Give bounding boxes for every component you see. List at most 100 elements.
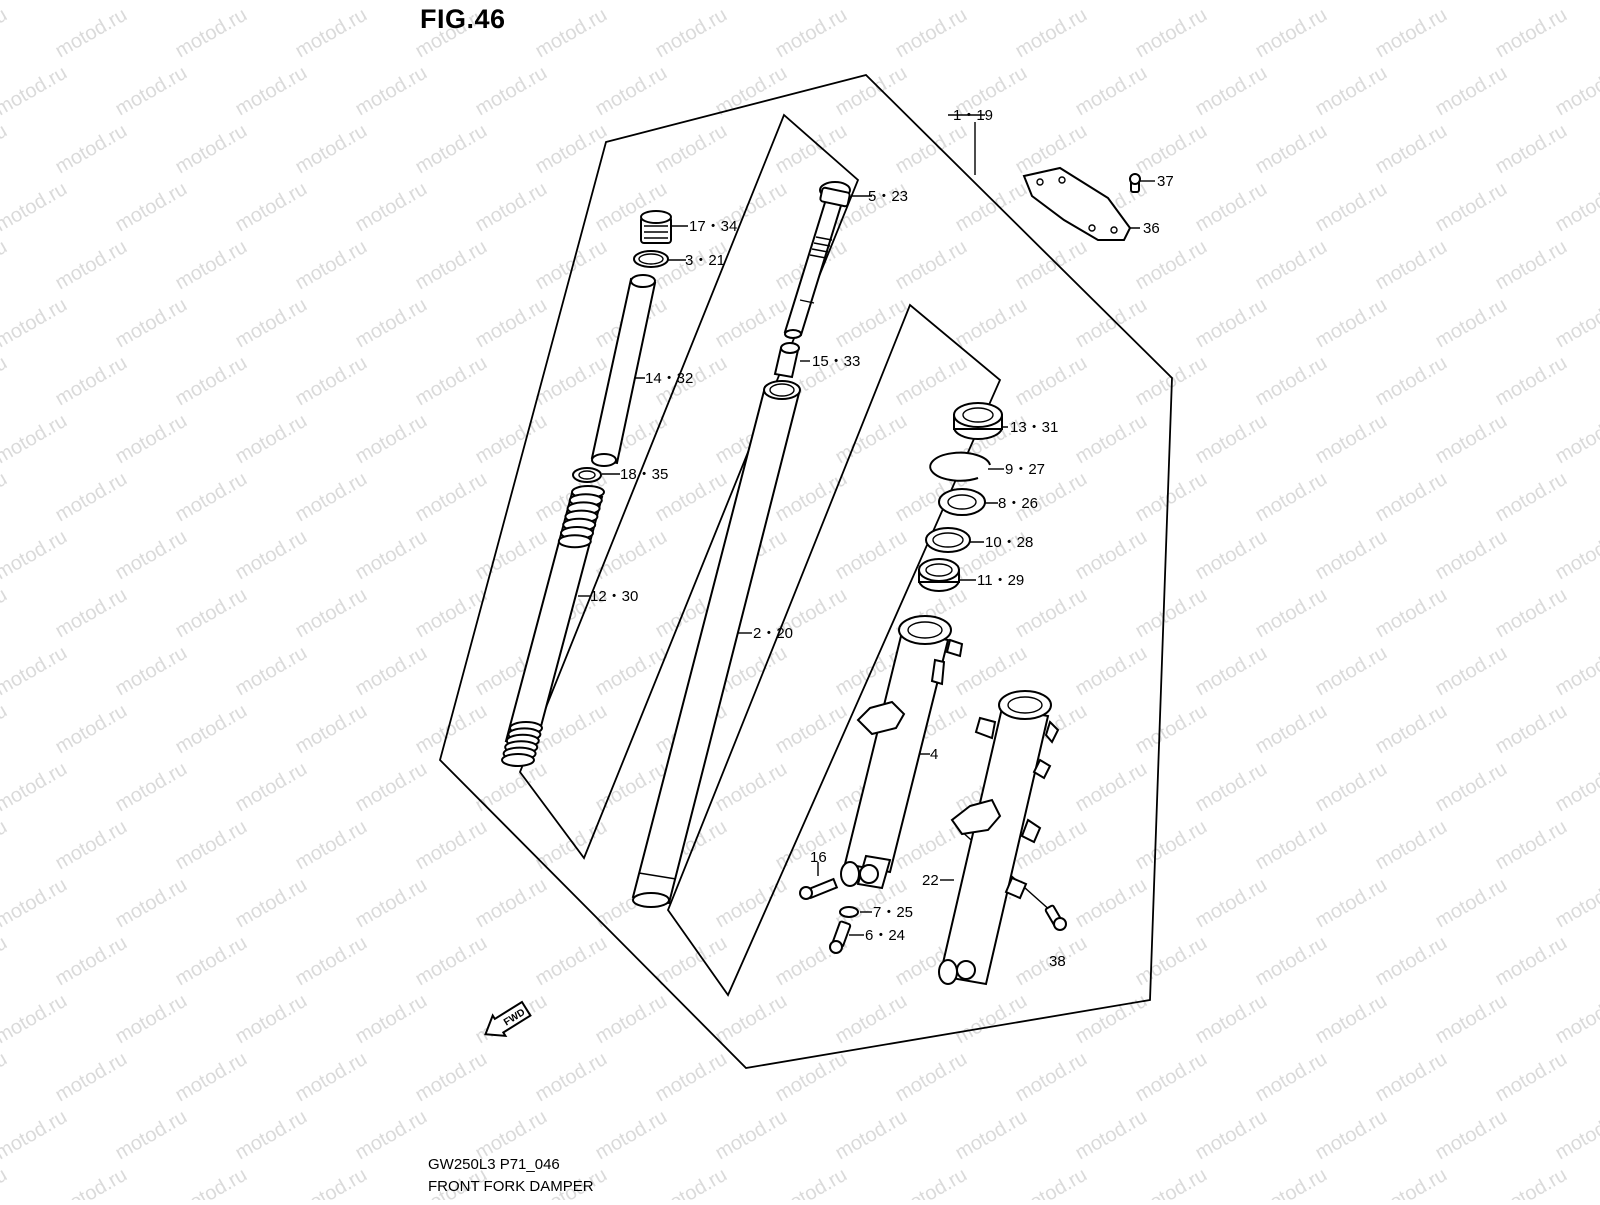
watermark-text: motod.ru — [0, 1048, 11, 1107]
watermark-text: motod.ru — [1492, 584, 1571, 643]
watermark-text: motod.ru — [1312, 758, 1391, 817]
watermark-text: motod.ru — [1432, 410, 1511, 469]
callout-18-35: 18・35 — [620, 466, 668, 483]
watermark-text: motod.ru — [1192, 874, 1271, 933]
watermark-text: motod.ru — [232, 178, 311, 237]
watermark-text: motod.ru — [712, 874, 791, 933]
watermark-text: motod.ru — [52, 1164, 131, 1200]
watermark-text: motod.ru — [352, 1106, 431, 1165]
watermark-text: motod.ru — [172, 700, 251, 759]
watermark-text: motod.ru — [0, 642, 71, 701]
watermark-text: motod.ru — [1132, 468, 1211, 527]
watermark-text: motod.ru — [1432, 526, 1511, 585]
watermark-text: motod.ru — [1192, 526, 1271, 585]
watermark-text: motod.ru — [1192, 758, 1271, 817]
watermark-text: motod.ru — [1252, 1164, 1331, 1200]
watermark-text: motod.ru — [1432, 1106, 1511, 1165]
watermark-text: motod.ru — [1312, 178, 1391, 237]
watermark-text: motod.ru — [412, 932, 491, 991]
callout-5-23: 5・23 — [868, 188, 908, 205]
watermark-text: motod.ru — [292, 932, 371, 991]
watermark-text: motod.ru — [712, 990, 791, 1049]
watermark-text: motod.ru — [1552, 294, 1600, 353]
watermark-text: motod.ru — [232, 758, 311, 817]
watermark-text: motod.ru — [532, 352, 611, 411]
watermark-text: motod.ru — [1372, 352, 1451, 411]
watermark-text: motod.ru — [232, 526, 311, 585]
watermark-text: motod.ru — [0, 758, 71, 817]
watermark-text: motod.ru — [52, 932, 131, 991]
watermark-text: motod.ru — [472, 526, 551, 585]
watermark-text: motod.ru — [1552, 758, 1600, 817]
watermark-text: motod.ru — [52, 4, 131, 63]
watermark-text: motod.ru — [1072, 410, 1151, 469]
watermark-text: motod.ru — [832, 0, 911, 4]
watermark-text: motod.ru — [292, 468, 371, 527]
watermark-text: motod.ru — [1492, 932, 1571, 991]
watermark-text: motod.ru — [1132, 1164, 1211, 1200]
watermark-text: motod.ru — [172, 816, 251, 875]
watermark-text: motod.ru — [532, 236, 611, 295]
watermark-text: motod.ru — [112, 990, 191, 1049]
watermark-text: motod.ru — [112, 758, 191, 817]
watermark-text: motod.ru — [772, 4, 851, 63]
watermark-text: motod.ru — [0, 352, 11, 411]
watermark-text: motod.ru — [352, 410, 431, 469]
watermark-text: motod.ru — [1072, 642, 1151, 701]
watermark-text: motod.ru — [1312, 642, 1391, 701]
watermark-text: motod.ru — [1312, 410, 1391, 469]
watermark-text: motod.ru — [1072, 62, 1151, 121]
watermark-text: motod.ru — [0, 294, 71, 353]
watermark-text: motod.ru — [472, 410, 551, 469]
callout-11-29: 11・29 — [977, 572, 1024, 589]
callout-9-27: 9・27 — [1005, 461, 1045, 478]
watermark-text: motod.ru — [0, 0, 71, 4]
watermark-text: motod.ru — [412, 1048, 491, 1107]
watermark-text: motod.ru — [892, 1048, 971, 1107]
watermark-text: motod.ru — [112, 0, 191, 4]
watermark-text: motod.ru — [1132, 816, 1211, 875]
watermark-text: motod.ru — [412, 120, 491, 179]
callout-6-24: 6・24 — [865, 927, 905, 944]
watermark-text: motod.ru — [472, 178, 551, 237]
watermark-text: motod.ru — [0, 236, 11, 295]
watermark-text: motod.ru — [1372, 1048, 1451, 1107]
watermark-text: motod.ru — [172, 1164, 251, 1200]
watermark-text: motod.ru — [1132, 932, 1211, 991]
axle-pinch-bolt — [1045, 905, 1066, 930]
watermark-text: motod.ru — [1372, 816, 1451, 875]
watermark-text: motod.ru — [1132, 236, 1211, 295]
watermark-text: motod.ru — [1192, 178, 1271, 237]
watermark-text: motod.ru — [1492, 468, 1571, 527]
watermark-text: motod.ru — [52, 236, 131, 295]
watermark-text: motod.ru — [1372, 700, 1451, 759]
watermark-text: motod.ru — [472, 62, 551, 121]
watermark-text: motod.ru — [172, 4, 251, 63]
watermark-text: motod.ru — [112, 1106, 191, 1165]
watermark-text: motod.ru — [952, 1106, 1031, 1165]
model-code: GW250L3 P71_046 — [428, 1156, 560, 1173]
callout-38: 38 — [1049, 953, 1066, 970]
watermark-text: motod.ru — [172, 120, 251, 179]
watermark-text: motod.ru — [712, 758, 791, 817]
callout-10-28: 10・28 — [985, 534, 1033, 551]
watermark-text: motod.ru — [712, 0, 791, 4]
watermark-text: motod.ru — [112, 62, 191, 121]
watermark-text: motod.ru — [1012, 1048, 1091, 1107]
watermark-text: motod.ru — [1372, 236, 1451, 295]
watermark-text: motod.ru — [412, 236, 491, 295]
stopper-ring — [930, 453, 990, 481]
watermark-text: motod.ru — [1552, 874, 1600, 933]
watermark-text: motod.ru — [592, 62, 671, 121]
watermark-text: motod.ru — [172, 1048, 251, 1107]
watermark-text: motod.ru — [0, 1106, 71, 1165]
callout-37: 37 — [1157, 173, 1174, 190]
watermark-text: motod.ru — [172, 236, 251, 295]
watermark-text: motod.ru — [832, 990, 911, 1049]
watermark-text: motod.ru — [1432, 294, 1511, 353]
watermark-text: motod.ru — [1312, 990, 1391, 1049]
callout-13-31: 13・31 — [1010, 419, 1058, 436]
watermark-text: motod.ru — [1492, 4, 1571, 63]
